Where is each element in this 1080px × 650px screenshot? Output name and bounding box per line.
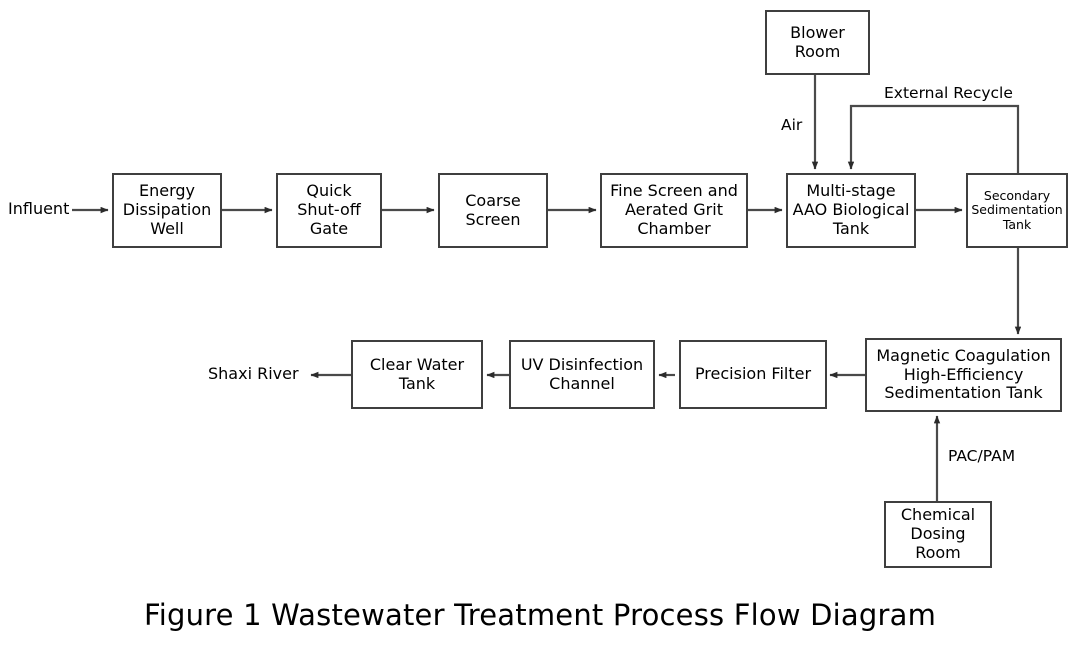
figure-caption: Figure 1 Wastewater Treatment Process Fl… (143, 598, 937, 632)
node-clear-water-tank[interactable]: Clear Water Tank (351, 340, 483, 409)
node-quick-shutoff-gate[interactable]: Quick Shut-off Gate (276, 173, 382, 248)
node-precision-filter[interactable]: Precision Filter (679, 340, 827, 409)
node-uv-disinfection-channel[interactable]: UV Disinfection Channel (509, 340, 655, 409)
node-fine-screen-aerated-grit-chamber[interactable]: Fine Screen and Aerated Grit Chamber (600, 173, 748, 248)
node-blower-room[interactable]: Blower Room (765, 10, 870, 75)
node-chemical-dosing-room[interactable]: Chemical Dosing Room (884, 501, 992, 568)
node-secondary-sedimentation-tank[interactable]: Secondary Sedimentation Tank (966, 173, 1068, 248)
node-magnetic-coagulation-sedimentation-tank[interactable]: Magnetic Coagulation High-Efficiency Sed… (865, 338, 1062, 412)
node-energy-dissipation-well[interactable]: Energy Dissipation Well (112, 173, 222, 248)
node-multistage-aao-biological-tank[interactable]: Multi-stage AAO Biological Tank (786, 173, 916, 248)
label-air: Air (781, 116, 803, 134)
label-shaxi-river: Shaxi River (208, 364, 299, 383)
label-external-recycle: External Recycle (884, 84, 1013, 102)
label-pac-pam: PAC/PAM (948, 447, 1016, 465)
label-influent: Influent (8, 199, 70, 218)
node-coarse-screen[interactable]: Coarse Screen (438, 173, 548, 248)
